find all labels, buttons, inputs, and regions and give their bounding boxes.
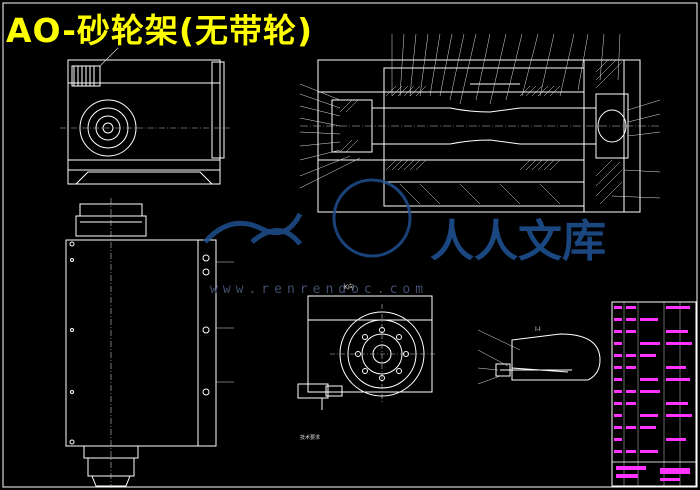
k-view xyxy=(297,295,433,410)
side-view xyxy=(67,59,225,185)
spindle-shaft xyxy=(371,107,597,145)
part-number-leaders xyxy=(299,33,661,199)
leader-line xyxy=(99,47,119,67)
watermark-url: www.renrendoc.com xyxy=(210,282,429,297)
watermark-logo xyxy=(203,178,412,258)
detail-leaders xyxy=(477,329,521,385)
watermark-text: 人人文库 xyxy=(430,216,606,267)
drawing-title: AO-砂轮架(无带轮) xyxy=(6,11,314,50)
parts-list-table xyxy=(611,301,697,487)
spindle-section xyxy=(317,59,641,213)
section-label: I-I xyxy=(535,326,541,333)
detail-section xyxy=(495,333,601,381)
front-view-leaders xyxy=(216,261,234,383)
technical-note-label: 技术要求 xyxy=(300,435,321,441)
front-view xyxy=(65,203,217,487)
k-view-label: K向 xyxy=(344,284,354,291)
k-view-centerlines xyxy=(330,304,436,404)
section-hatching xyxy=(339,59,623,205)
